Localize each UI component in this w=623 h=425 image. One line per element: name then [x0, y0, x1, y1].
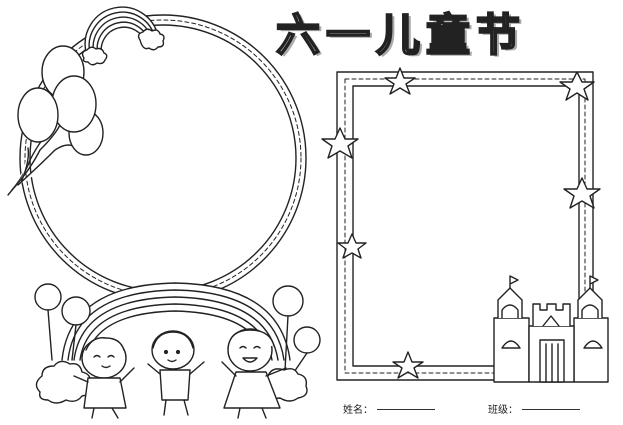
- stars: [321, 67, 601, 379]
- class-field[interactable]: 班级：: [488, 401, 580, 416]
- star-icon: [392, 351, 424, 379]
- castle: [493, 275, 609, 383]
- star-icon: [337, 233, 367, 259]
- page-title: 六一儿童节: [275, 10, 526, 61]
- name-field[interactable]: 姓名：: [343, 401, 435, 416]
- top-rainbow: [81, 6, 165, 66]
- star-icon: [559, 71, 595, 101]
- star-icon: [384, 67, 416, 95]
- name-label: 姓名：: [343, 405, 373, 416]
- star-icon: [563, 177, 601, 209]
- rectangle-frame: [336, 71, 594, 381]
- three-children: [73, 328, 287, 419]
- balloon-bunch: [7, 45, 104, 196]
- class-blank-line[interactable]: [522, 409, 580, 410]
- class-label: 班级：: [488, 405, 518, 416]
- cloud-icon: [81, 46, 108, 66]
- cloud-icon: [137, 28, 165, 51]
- star-icon: [321, 127, 359, 159]
- name-blank-line[interactable]: [377, 409, 435, 410]
- bottom-balloons: [34, 283, 321, 379]
